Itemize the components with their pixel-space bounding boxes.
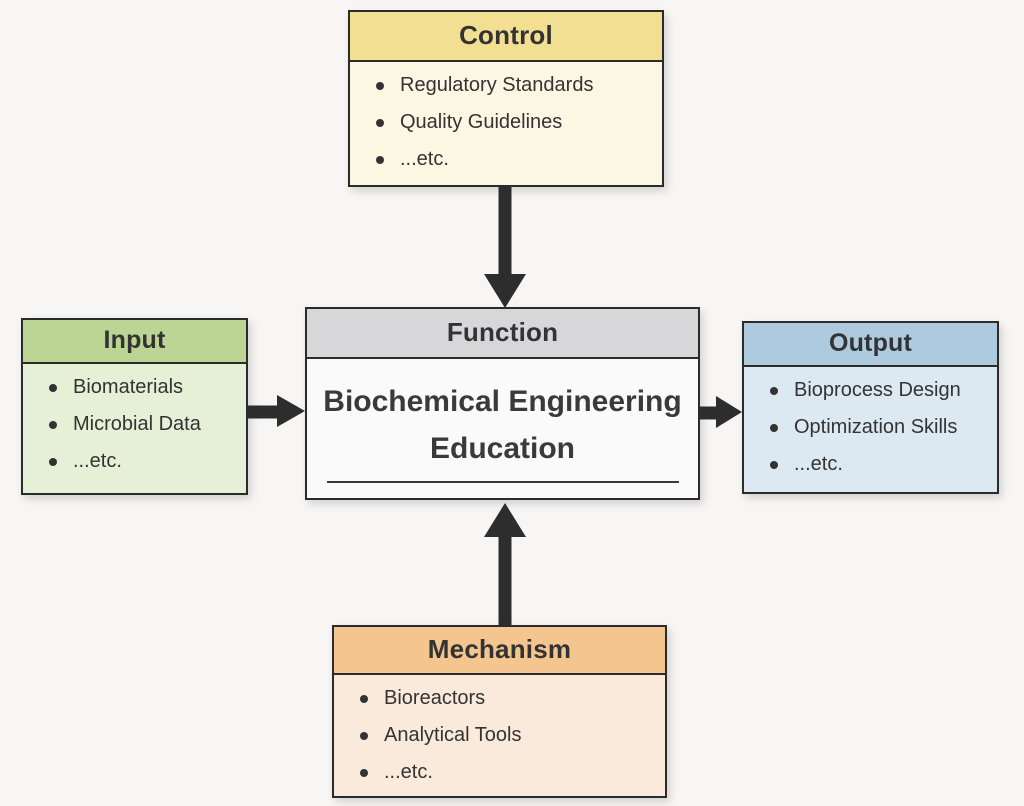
arrow-shaft	[498, 537, 512, 625]
arrow-head-right-icon	[716, 396, 742, 428]
input-box-title: Input	[23, 320, 246, 364]
arrow-control-to-function	[484, 187, 526, 308]
list-item-label: ...etc.	[794, 453, 843, 475]
list-item: Quality Guidelines	[376, 111, 652, 134]
list-item: Analytical Tools	[360, 724, 655, 747]
list-item-label: ...etc.	[384, 761, 433, 783]
arrow-head-down-icon	[484, 274, 526, 308]
arrow-mechanism-to-function	[484, 503, 526, 625]
list-item: Microbial Data	[49, 413, 236, 436]
bullet-icon	[49, 420, 57, 429]
list-item-label: Quality Guidelines	[400, 111, 563, 133]
list-item-label: Regulatory Standards	[400, 74, 594, 96]
list-item: Optimization Skills	[770, 416, 987, 439]
list-item-label: ...etc.	[400, 148, 449, 170]
output-box: Output Bioprocess Design Optimization Sk…	[742, 321, 999, 494]
bullet-icon	[770, 386, 778, 395]
arrow-function-to-output	[700, 396, 742, 429]
list-item-label: ...etc.	[73, 450, 122, 472]
list-item-label: Microbial Data	[73, 413, 201, 435]
control-box-title: Control	[350, 12, 662, 62]
list-item: ...etc.	[49, 450, 236, 473]
list-item: Bioprocess Design	[770, 379, 987, 402]
list-item: ...etc.	[360, 761, 655, 784]
function-box-title: Function	[307, 309, 698, 359]
arrow-head-right-icon	[277, 395, 305, 427]
list-item-label: Bioprocess Design	[794, 379, 961, 401]
function-text-line2: Education	[429, 432, 575, 465]
list-item: Biomaterials	[49, 376, 236, 399]
list-item-label: Analytical Tools	[384, 724, 522, 746]
arrow-shaft	[498, 187, 512, 275]
bullet-icon	[376, 118, 384, 127]
control-box: Control Regulatory Standards Quality Gui…	[348, 10, 664, 187]
bullet-icon	[770, 423, 778, 432]
list-item: Bioreactors	[360, 687, 655, 710]
list-item: Regulatory Standards	[376, 74, 652, 97]
control-box-list: Regulatory Standards Quality Guidelines …	[350, 62, 662, 193]
bullet-icon	[770, 460, 778, 469]
arrow-shaft	[700, 406, 718, 419]
arrow-input-to-function	[248, 395, 305, 428]
function-text-line1: Biochemical Engineering	[323, 385, 682, 418]
mechanism-box-title: Mechanism	[334, 627, 665, 675]
function-underline	[326, 481, 679, 483]
mechanism-box-list: Bioreactors Analytical Tools ...etc.	[334, 675, 665, 806]
bullet-icon	[376, 81, 384, 90]
function-box: Function Biochemical Engineering Educati…	[305, 307, 700, 500]
input-box-list: Biomaterials Microbial Data ...etc.	[23, 364, 246, 495]
list-item: ...etc.	[376, 148, 652, 171]
function-box-body: Biochemical Engineering Education	[307, 359, 698, 498]
output-box-list: Bioprocess Design Optimization Skills ..…	[744, 367, 997, 498]
bullet-icon	[360, 694, 368, 703]
list-item-label: Biomaterials	[73, 376, 184, 398]
bullet-icon	[360, 768, 368, 777]
arrow-head-up-icon	[484, 503, 526, 537]
bullet-icon	[360, 731, 368, 740]
bullet-icon	[49, 383, 57, 392]
list-item-label: Bioreactors	[384, 687, 486, 709]
list-item-label: Optimization Skills	[794, 416, 958, 438]
output-box-title: Output	[744, 323, 997, 367]
bullet-icon	[49, 457, 57, 466]
input-box: Input Biomaterials Microbial Data ...etc…	[21, 318, 248, 495]
list-item: ...etc.	[770, 453, 987, 476]
arrow-shaft	[248, 405, 279, 418]
mechanism-box: Mechanism Bioreactors Analytical Tools .…	[332, 625, 667, 798]
bullet-icon	[376, 155, 384, 164]
